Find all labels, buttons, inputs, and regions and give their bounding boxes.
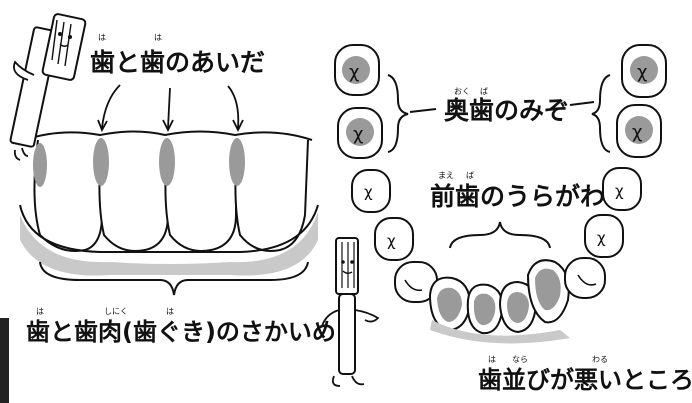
ruby-crooked-2: なら: [512, 355, 528, 364]
arrow-gap-3: [227, 85, 240, 129]
arrow-gap-1: [101, 84, 121, 129]
gum-boundary-line: [19, 204, 319, 253]
gum-line: [24, 130, 313, 141]
label-molar-grooves: 奥歯のみぞ: [444, 96, 570, 125]
svg-text:χ: χ: [387, 232, 396, 250]
front-tooth-1: [33, 139, 104, 252]
ruby-gumline-1: は: [36, 307, 44, 316]
ruby-molar-2: ば: [480, 87, 488, 96]
plaque-gap-1: [93, 138, 109, 186]
brace-gumline: [39, 261, 309, 296]
ruby-gap-1: は: [98, 33, 106, 42]
ruby-gumline-2: しにく: [104, 307, 128, 316]
ruby-molar-1: おく: [454, 87, 470, 96]
toothbrush-character-icon: [321, 237, 380, 387]
toothbrush-character-icon: [9, 13, 87, 161]
front-tooth-2: [98, 139, 170, 252]
front-tooth-3: [164, 139, 237, 252]
label-teeth-gap: 歯と歯のあいだ: [90, 48, 266, 77]
ruby-gumline-3: は: [166, 307, 174, 316]
premolar-right-1: [602, 167, 642, 211]
brace-molar-right: [591, 74, 611, 153]
ruby-crooked-3: わる: [592, 355, 608, 364]
svg-text:χ: χ: [597, 229, 606, 247]
dental-arch: χ χ χ χ: [334, 44, 667, 344]
front-teeth-row: [19, 84, 319, 296]
svg-text:χ: χ: [615, 182, 624, 200]
svg-text:χ: χ: [364, 183, 373, 201]
svg-text:χ: χ: [353, 124, 363, 145]
ruby-gap-2: は: [154, 33, 162, 42]
plaque-gap-2: [159, 138, 175, 186]
svg-text:χ: χ: [637, 62, 647, 83]
ruby-front-2: ば: [466, 171, 474, 180]
label-gumline: 歯と歯肉(歯ぐき)のさかいめ: [26, 318, 336, 346]
arrow-gap-2: [167, 87, 171, 129]
premolar-left-2: [374, 217, 414, 261]
brace-molar-left: [387, 74, 409, 153]
svg-text:χ: χ: [632, 122, 642, 143]
brace-front-back: [449, 221, 551, 249]
canine-right: [564, 257, 606, 299]
label-front-teeth-back: 前歯のうらがわ: [430, 182, 606, 211]
dark-edge-decoration: [0, 318, 9, 403]
plaque-gap-3: [229, 138, 245, 186]
svg-text:χ: χ: [349, 62, 359, 83]
ruby-front-1: まえ: [438, 171, 454, 180]
label-crooked-teeth: 歯並びが悪いところ: [478, 366, 692, 394]
front-tooth-4: [234, 139, 309, 252]
plaque-gap-0: [33, 143, 47, 187]
premolar-left-1: [351, 169, 391, 213]
ruby-crooked-1: は: [488, 355, 496, 364]
premolar-right-2: [584, 214, 624, 258]
